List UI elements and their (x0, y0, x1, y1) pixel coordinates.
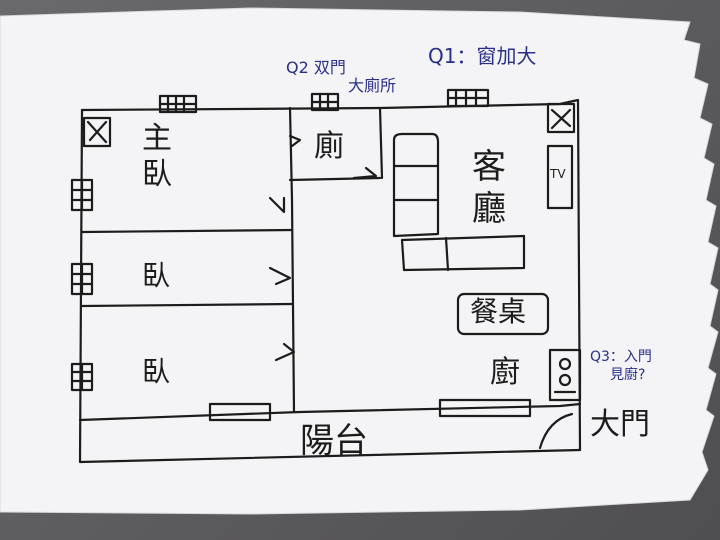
question-3-note: Q3：入門 見廚? (590, 350, 652, 382)
corridor-wall (290, 198, 296, 414)
floor-plan (70, 88, 582, 464)
balcony-wall (78, 402, 582, 422)
partition-bath-bottom (288, 176, 382, 182)
question-3-note-line2: 見廚? (610, 367, 646, 383)
question-2-note-line2: 大廁所 (348, 76, 397, 95)
bedroom-divider-1 (80, 228, 294, 234)
bedroom-divider-2 (80, 302, 294, 308)
tv-label: TV (550, 167, 566, 181)
dining-table-label: 餐桌 (470, 295, 527, 328)
balcony-label: 陽台 (300, 421, 368, 461)
window-corner-left (82, 116, 112, 148)
master-bedroom-label: 主 臥 (142, 124, 172, 190)
window-corner-right (546, 102, 576, 134)
question-2-note: Q2 双門 大廁所 (286, 60, 396, 94)
partition-bath-right (378, 106, 384, 180)
kitchen-label: 廚 (490, 355, 520, 390)
outer-wall-left-bottom (78, 108, 582, 464)
partition-bath-left (288, 106, 294, 202)
bathroom-label: 廁 (314, 129, 344, 164)
question-2-note-line1: Q2 双門 (286, 58, 346, 77)
question-1-note: Q1：窗加大 (428, 44, 537, 68)
living-room-label-line1: 客 (472, 147, 506, 187)
living-room-label: 客 廳 (472, 150, 506, 226)
master-bedroom-label-line1: 主 (142, 121, 172, 156)
master-bedroom-label-line2: 臥 (142, 157, 172, 192)
bedroom-3-label: 臥 (142, 355, 171, 388)
main-door-swing (538, 412, 574, 450)
question-3-note-line1: Q3：入門 (590, 349, 652, 365)
bedroom-2-label: 臥 (142, 259, 171, 292)
living-room-label-line2: 廳 (472, 189, 506, 229)
main-door-label: 大門 (590, 407, 650, 442)
